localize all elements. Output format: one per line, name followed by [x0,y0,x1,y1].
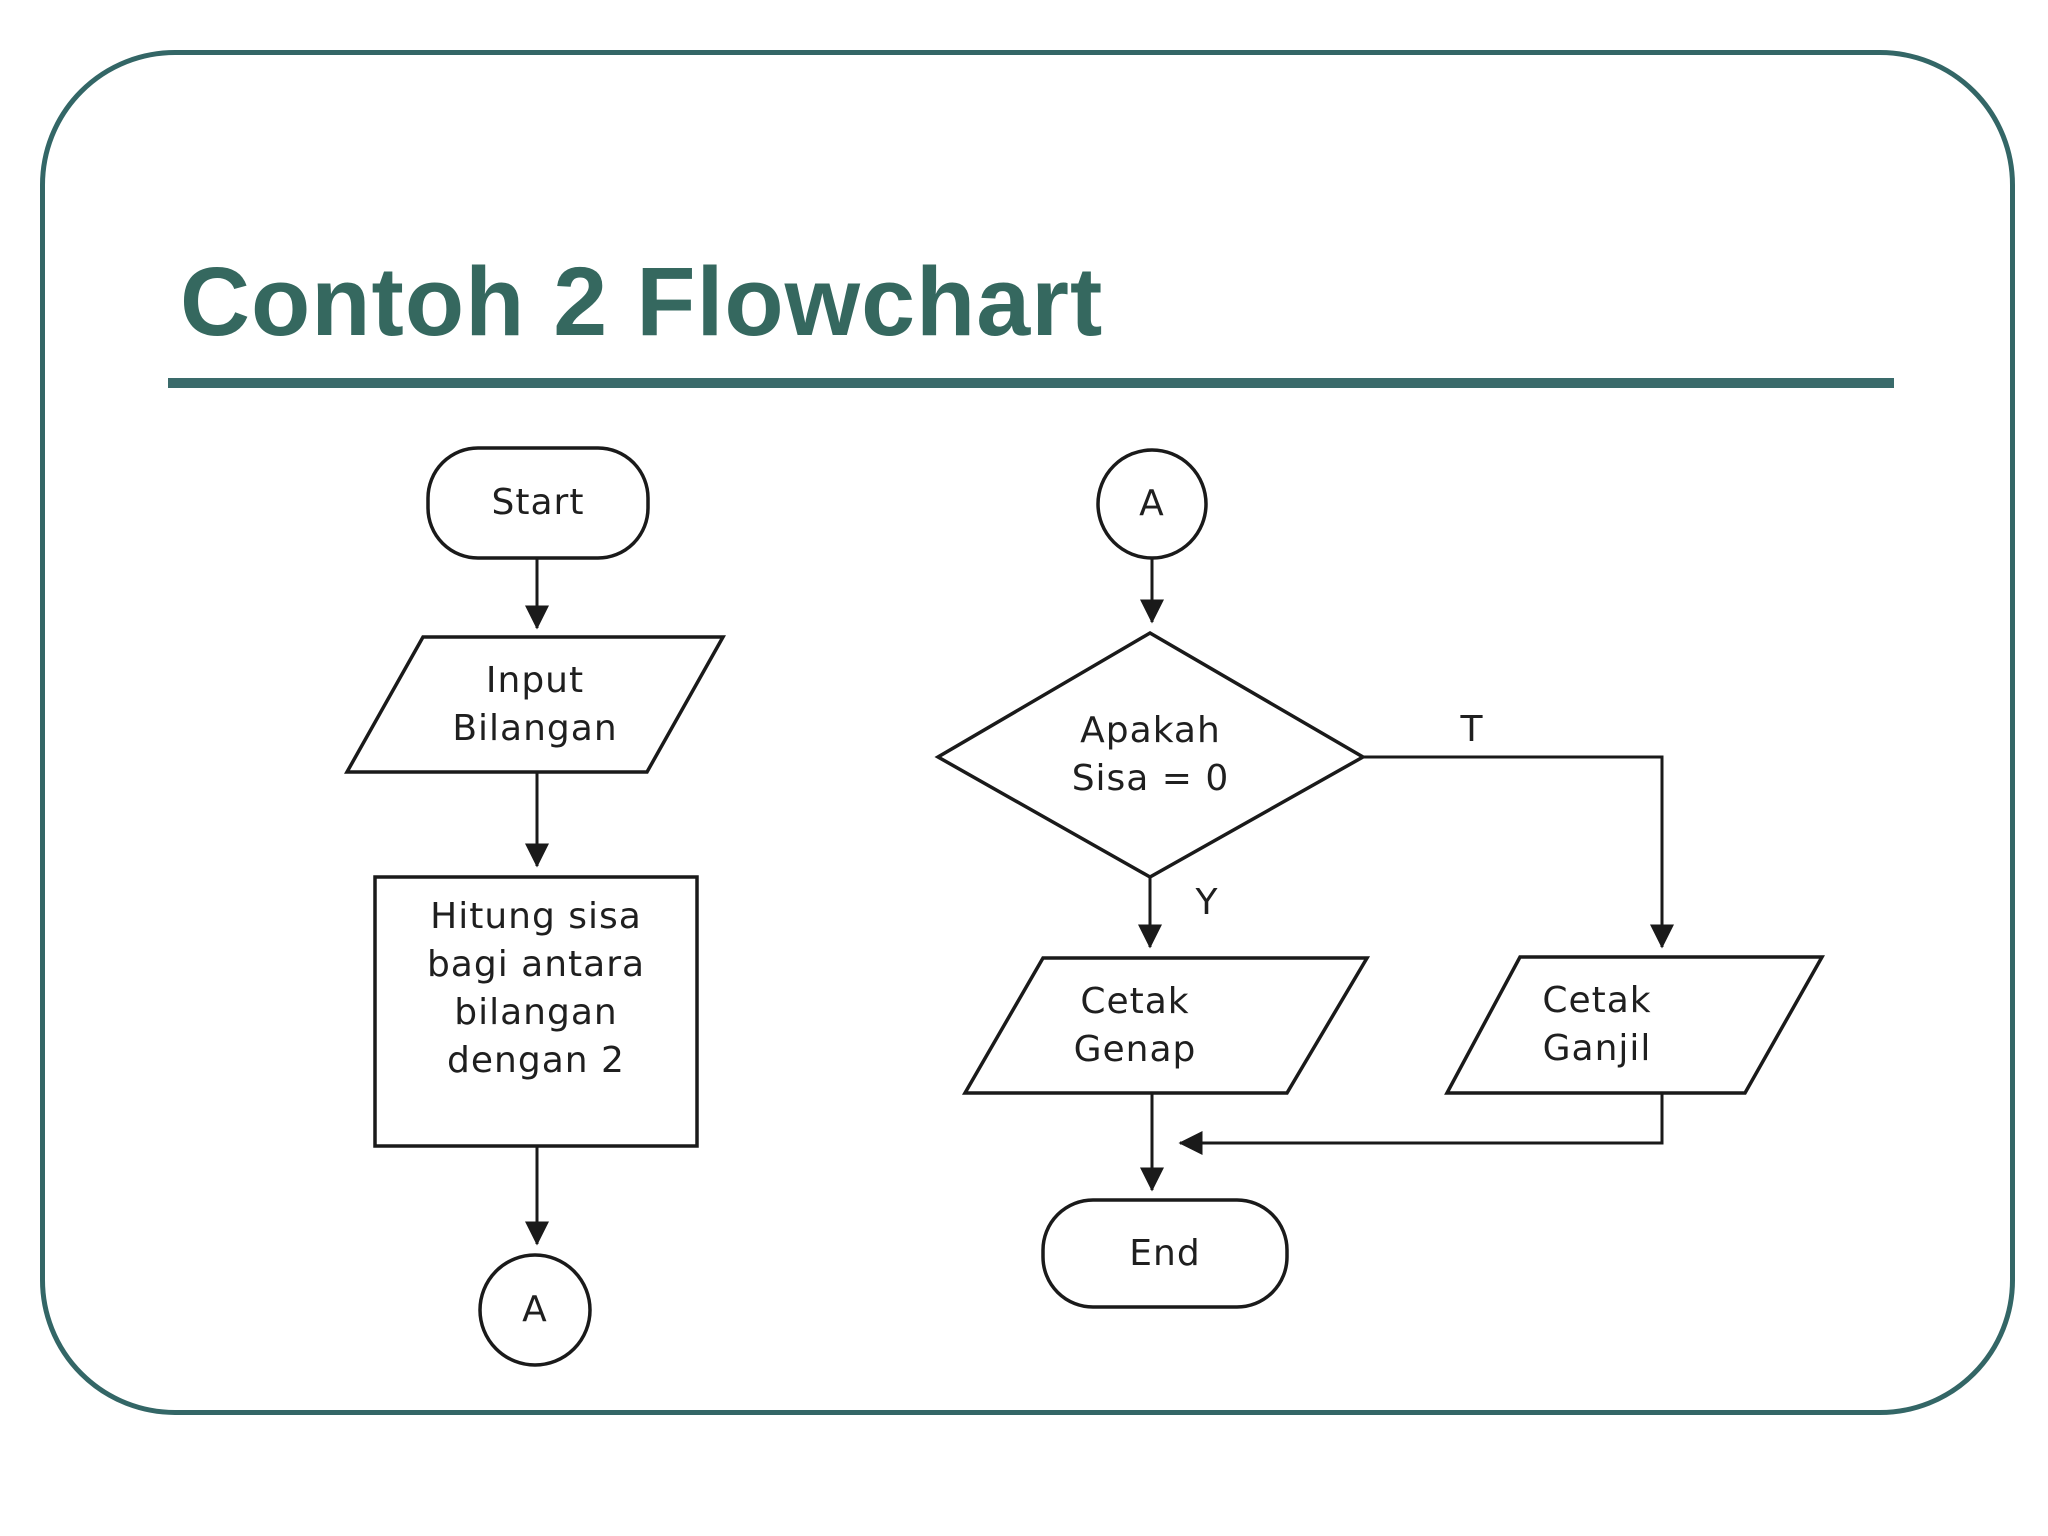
hitung-sisa-line4: dengan 2 [447,1040,625,1081]
connector-a-right-text: A [1139,483,1165,524]
slide-border [40,50,2015,1415]
hitung-sisa-label: Hitung sisa bagi antara bilangan dengan … [375,877,697,1146]
cetak-genap-line1: Cetak [1080,980,1190,1022]
apakah-sisa-line1: Apakah [1080,710,1221,751]
yes-branch-text: Y [1195,882,1219,923]
hitung-sisa-process-shape [373,875,699,1148]
apakah-sisa-decision-shape [934,630,1367,880]
cetak-genap-label: Cetak Genap [965,958,1305,1093]
end-label: End [1043,1200,1287,1307]
cetak-ganjil-line1: Cetak [1542,980,1652,1021]
title-underline [168,378,1894,388]
cetak-ganjil-line2: Ganjil [1542,1028,1652,1069]
connector-a-left-circle-shape [478,1253,592,1367]
yes-branch-label: Y [1175,873,1239,933]
input-bilangan-label: Input Bilangan [347,637,723,772]
connector-a-right-circle-shape [1096,448,1208,560]
edge-cetak-ganjil-merge [1178,1093,1664,1155]
cetak-ganjil-parallelogram-shape [1444,955,1826,1095]
true-branch-text: T [1460,709,1484,750]
cetak-genap-line2: Genap [1073,1028,1197,1070]
true-branch-label: T [1440,700,1504,760]
input-bilangan-line1: Input [485,659,585,701]
hitung-sisa-line1: Hitung sisa [430,896,642,937]
apakah-sisa-line2: Sisa = 0 [1071,758,1230,799]
cetak-ganjil-label: Cetak Ganjil [1447,957,1747,1093]
connector-a-left-label: A [480,1255,590,1365]
start-label: Start [428,448,648,558]
start-terminator-shape [426,446,650,560]
start-label-text: Start [491,482,585,523]
apakah-sisa-label: Apakah Sisa = 0 [938,633,1363,877]
cetak-genap-parallelogram-shape [961,956,1371,1095]
input-bilangan-line2: Bilangan [452,707,618,749]
slide-title: Contoh 2 Flowchart [180,247,1104,356]
connector-a-left-text: A [522,1289,548,1330]
end-label-text: End [1129,1232,1201,1274]
input-bilangan-parallelogram-shape [344,635,726,774]
end-terminator-shape [1041,1198,1289,1309]
hitung-sisa-line3: bilangan [454,992,618,1033]
hitung-sisa-line2: bagi antara [426,944,646,985]
edge-decision-true-to-cetak-ganjil [1363,755,1674,949]
connector-a-right-label: A [1098,450,1206,558]
